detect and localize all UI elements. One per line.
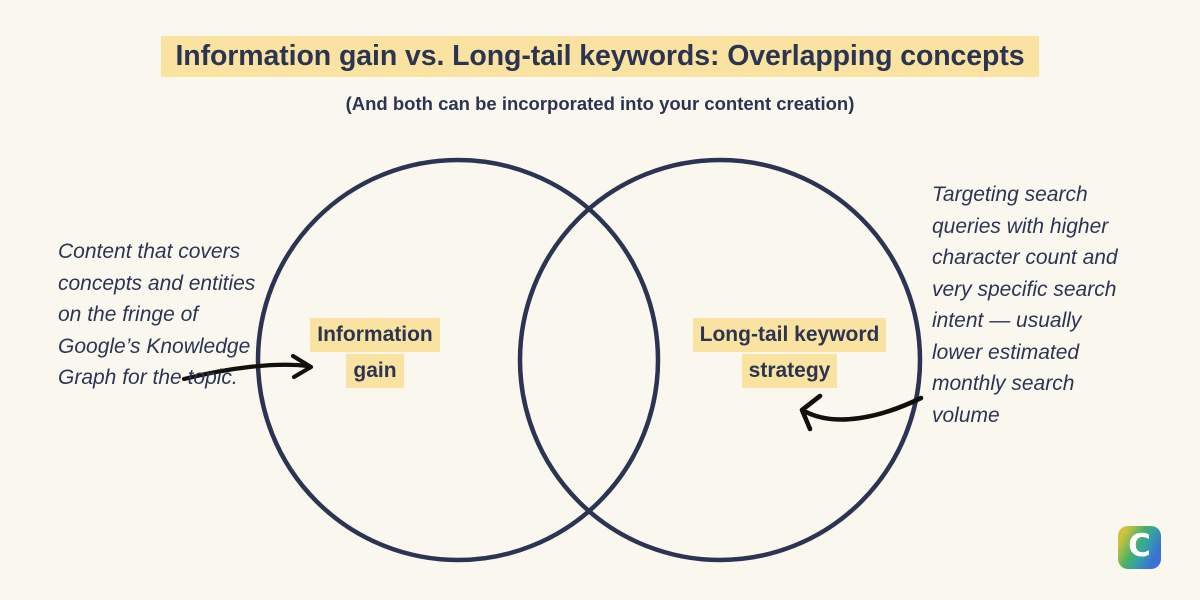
venn-label-long-tail-keyword-strategy: Long-tail keyword strategy	[672, 318, 907, 390]
venn-label-line: Long-tail keyword	[692, 318, 887, 352]
page-subtitle: (And both can be incorporated into your …	[0, 91, 1200, 118]
left-annotation-text: Content that covers concepts and entitie…	[58, 240, 256, 389]
page-subtitle-text: (And both can be incorporated into your …	[345, 93, 855, 114]
right-annotation-arrow-icon	[799, 393, 924, 432]
clearscope-logo: C	[1118, 526, 1161, 569]
venn-label-information-gain: Information gain	[275, 318, 475, 390]
logo-letter: C	[1128, 528, 1151, 564]
venn-label-line: Information	[310, 318, 440, 352]
page-title: Information gain vs. Long-tail keywords:…	[0, 36, 1200, 78]
right-annotation-text: Targeting search queries with higher cha…	[932, 183, 1118, 427]
page-title-text: Information gain vs. Long-tail keywords:…	[161, 36, 1039, 78]
venn-label-line: gain	[346, 354, 404, 388]
venn-label-line: strategy	[741, 354, 838, 388]
